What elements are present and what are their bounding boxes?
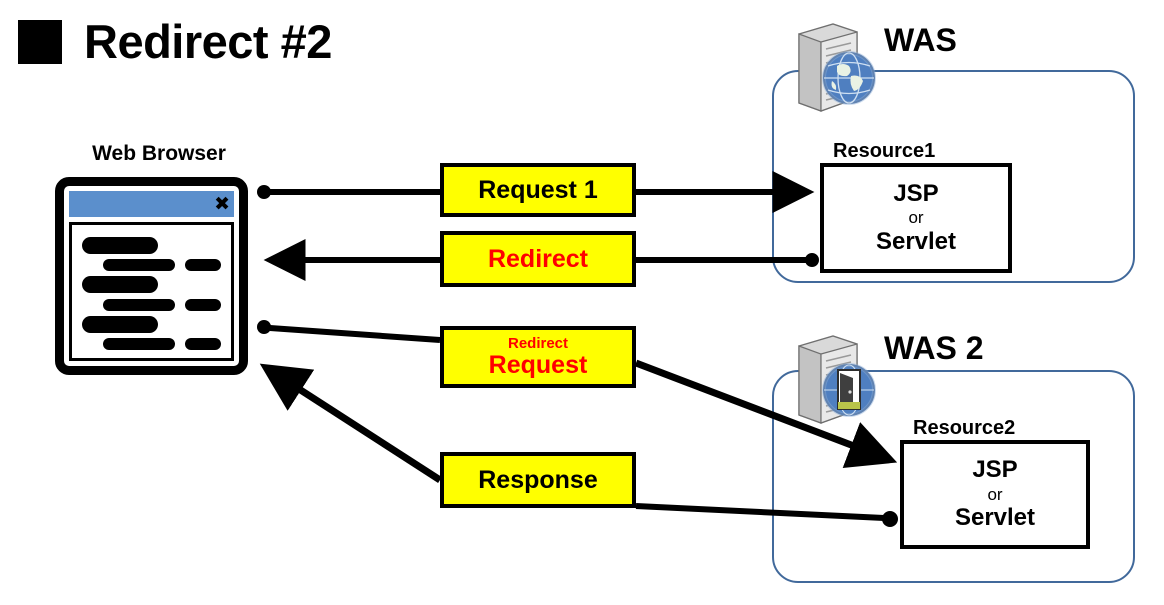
message-label: Response xyxy=(478,465,598,494)
content-line xyxy=(82,237,221,254)
message-box-request1[interactable]: Request 1 xyxy=(440,163,636,217)
was2-container xyxy=(772,370,1135,583)
web-browser-window[interactable]: ✖ xyxy=(55,177,248,375)
content-line xyxy=(82,298,221,311)
resource2-line1: JSP xyxy=(972,456,1018,484)
message-box-redirect-request[interactable]: Redirect Request xyxy=(440,326,636,388)
was1-label: WAS xyxy=(884,22,957,58)
was2-label: WAS 2 xyxy=(884,330,984,366)
resource1-label: Resource1 xyxy=(833,140,936,162)
resource2-box[interactable]: JSP or Servlet xyxy=(900,440,1090,549)
title-text: Redirect #2 xyxy=(84,15,332,68)
content-bar xyxy=(103,259,175,272)
resource2-line2: or xyxy=(987,484,1003,504)
resource1-line3: Servlet xyxy=(875,227,957,255)
resource2-line3: Servlet xyxy=(954,504,1036,532)
content-bar xyxy=(185,259,221,272)
resource2-label: Resource2 xyxy=(913,417,1016,439)
resource1-box[interactable]: JSP or Servlet xyxy=(820,163,1012,273)
content-bar xyxy=(185,337,221,350)
message-box-response[interactable]: Response xyxy=(440,452,636,508)
web-browser-label: Web Browser xyxy=(92,142,226,165)
content-line xyxy=(82,276,221,294)
browser-titlebar: ✖ xyxy=(69,191,234,217)
content-bar xyxy=(82,237,158,254)
filled-square-icon xyxy=(18,19,62,64)
content-line xyxy=(82,315,221,333)
message-box-redirect[interactable]: Redirect xyxy=(440,231,636,287)
close-icon[interactable]: ✖ xyxy=(214,192,230,215)
content-bar xyxy=(82,315,158,333)
content-bar xyxy=(103,298,175,311)
content-bar xyxy=(185,298,221,311)
message-sublabel: Redirect xyxy=(507,335,569,352)
content-line xyxy=(82,259,221,272)
message-label: Request 1 xyxy=(478,175,598,204)
server-globe-icon xyxy=(798,23,876,112)
resource1-line2: or xyxy=(908,208,924,228)
content-bar xyxy=(103,337,175,350)
content-bar xyxy=(82,276,158,294)
content-line xyxy=(82,337,221,350)
message-label: Redirect xyxy=(487,244,589,273)
page-title: Redirect #2 xyxy=(18,18,332,65)
resource1-line1: JSP xyxy=(893,179,939,207)
message-label: Request xyxy=(488,350,588,379)
browser-viewport xyxy=(69,222,234,361)
server-globe-door-icon xyxy=(798,335,876,424)
